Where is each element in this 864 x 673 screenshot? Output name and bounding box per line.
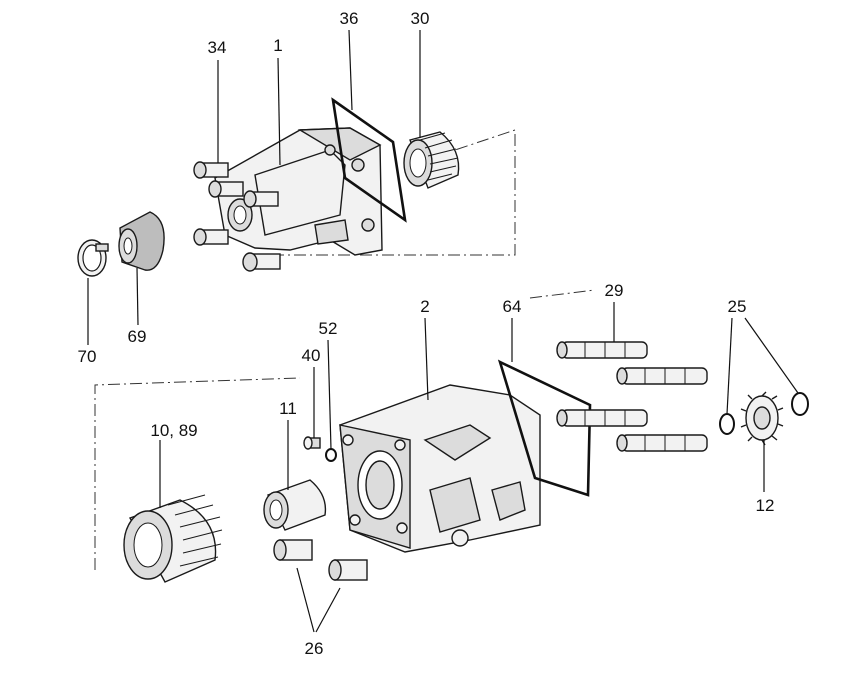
callout-12: 12 bbox=[756, 496, 775, 515]
callout-29: 29 bbox=[605, 281, 624, 300]
part-70-hose-clamp bbox=[77, 239, 109, 277]
callout-30: 30 bbox=[411, 9, 430, 28]
part-29-spools bbox=[556, 341, 708, 452]
leader-lines bbox=[87, 29, 799, 633]
callout-40: 40 bbox=[302, 346, 321, 365]
callout-10-89: 10, 89 bbox=[150, 421, 197, 440]
lower-assembly-boundary bbox=[94, 289, 596, 570]
part-2-main-housing bbox=[339, 384, 541, 553]
upper-assembly-boundary bbox=[250, 129, 516, 256]
callout-labels: 34 1 36 30 70 69 2 64 29 25 52 40 11 10,… bbox=[78, 9, 775, 658]
part-64-gasket bbox=[497, 359, 592, 497]
callout-64: 64 bbox=[503, 297, 522, 316]
callout-2: 2 bbox=[420, 297, 429, 316]
callout-11: 11 bbox=[279, 399, 297, 418]
part-52-o-ring bbox=[325, 448, 337, 462]
part-30-splined-coupling bbox=[403, 131, 460, 189]
callout-36: 36 bbox=[340, 9, 359, 28]
part-10-89-gear-coupling bbox=[123, 494, 223, 583]
part-69-rubber-boot bbox=[118, 211, 165, 271]
part-11-sleeve bbox=[263, 479, 327, 531]
part-1-pump-housing bbox=[214, 127, 383, 256]
callout-52: 52 bbox=[319, 319, 338, 338]
callout-25: 25 bbox=[728, 297, 747, 316]
callout-34: 34 bbox=[208, 38, 227, 57]
callout-69: 69 bbox=[128, 327, 147, 346]
callout-26: 26 bbox=[305, 639, 324, 658]
part-40-screw bbox=[303, 436, 321, 450]
part-26-plugs bbox=[273, 539, 368, 581]
callout-1: 1 bbox=[273, 36, 282, 55]
callout-70: 70 bbox=[78, 347, 97, 366]
part-34-bolts bbox=[193, 161, 281, 272]
part-12-gear bbox=[740, 391, 784, 446]
part-36-gasket bbox=[331, 97, 407, 223]
